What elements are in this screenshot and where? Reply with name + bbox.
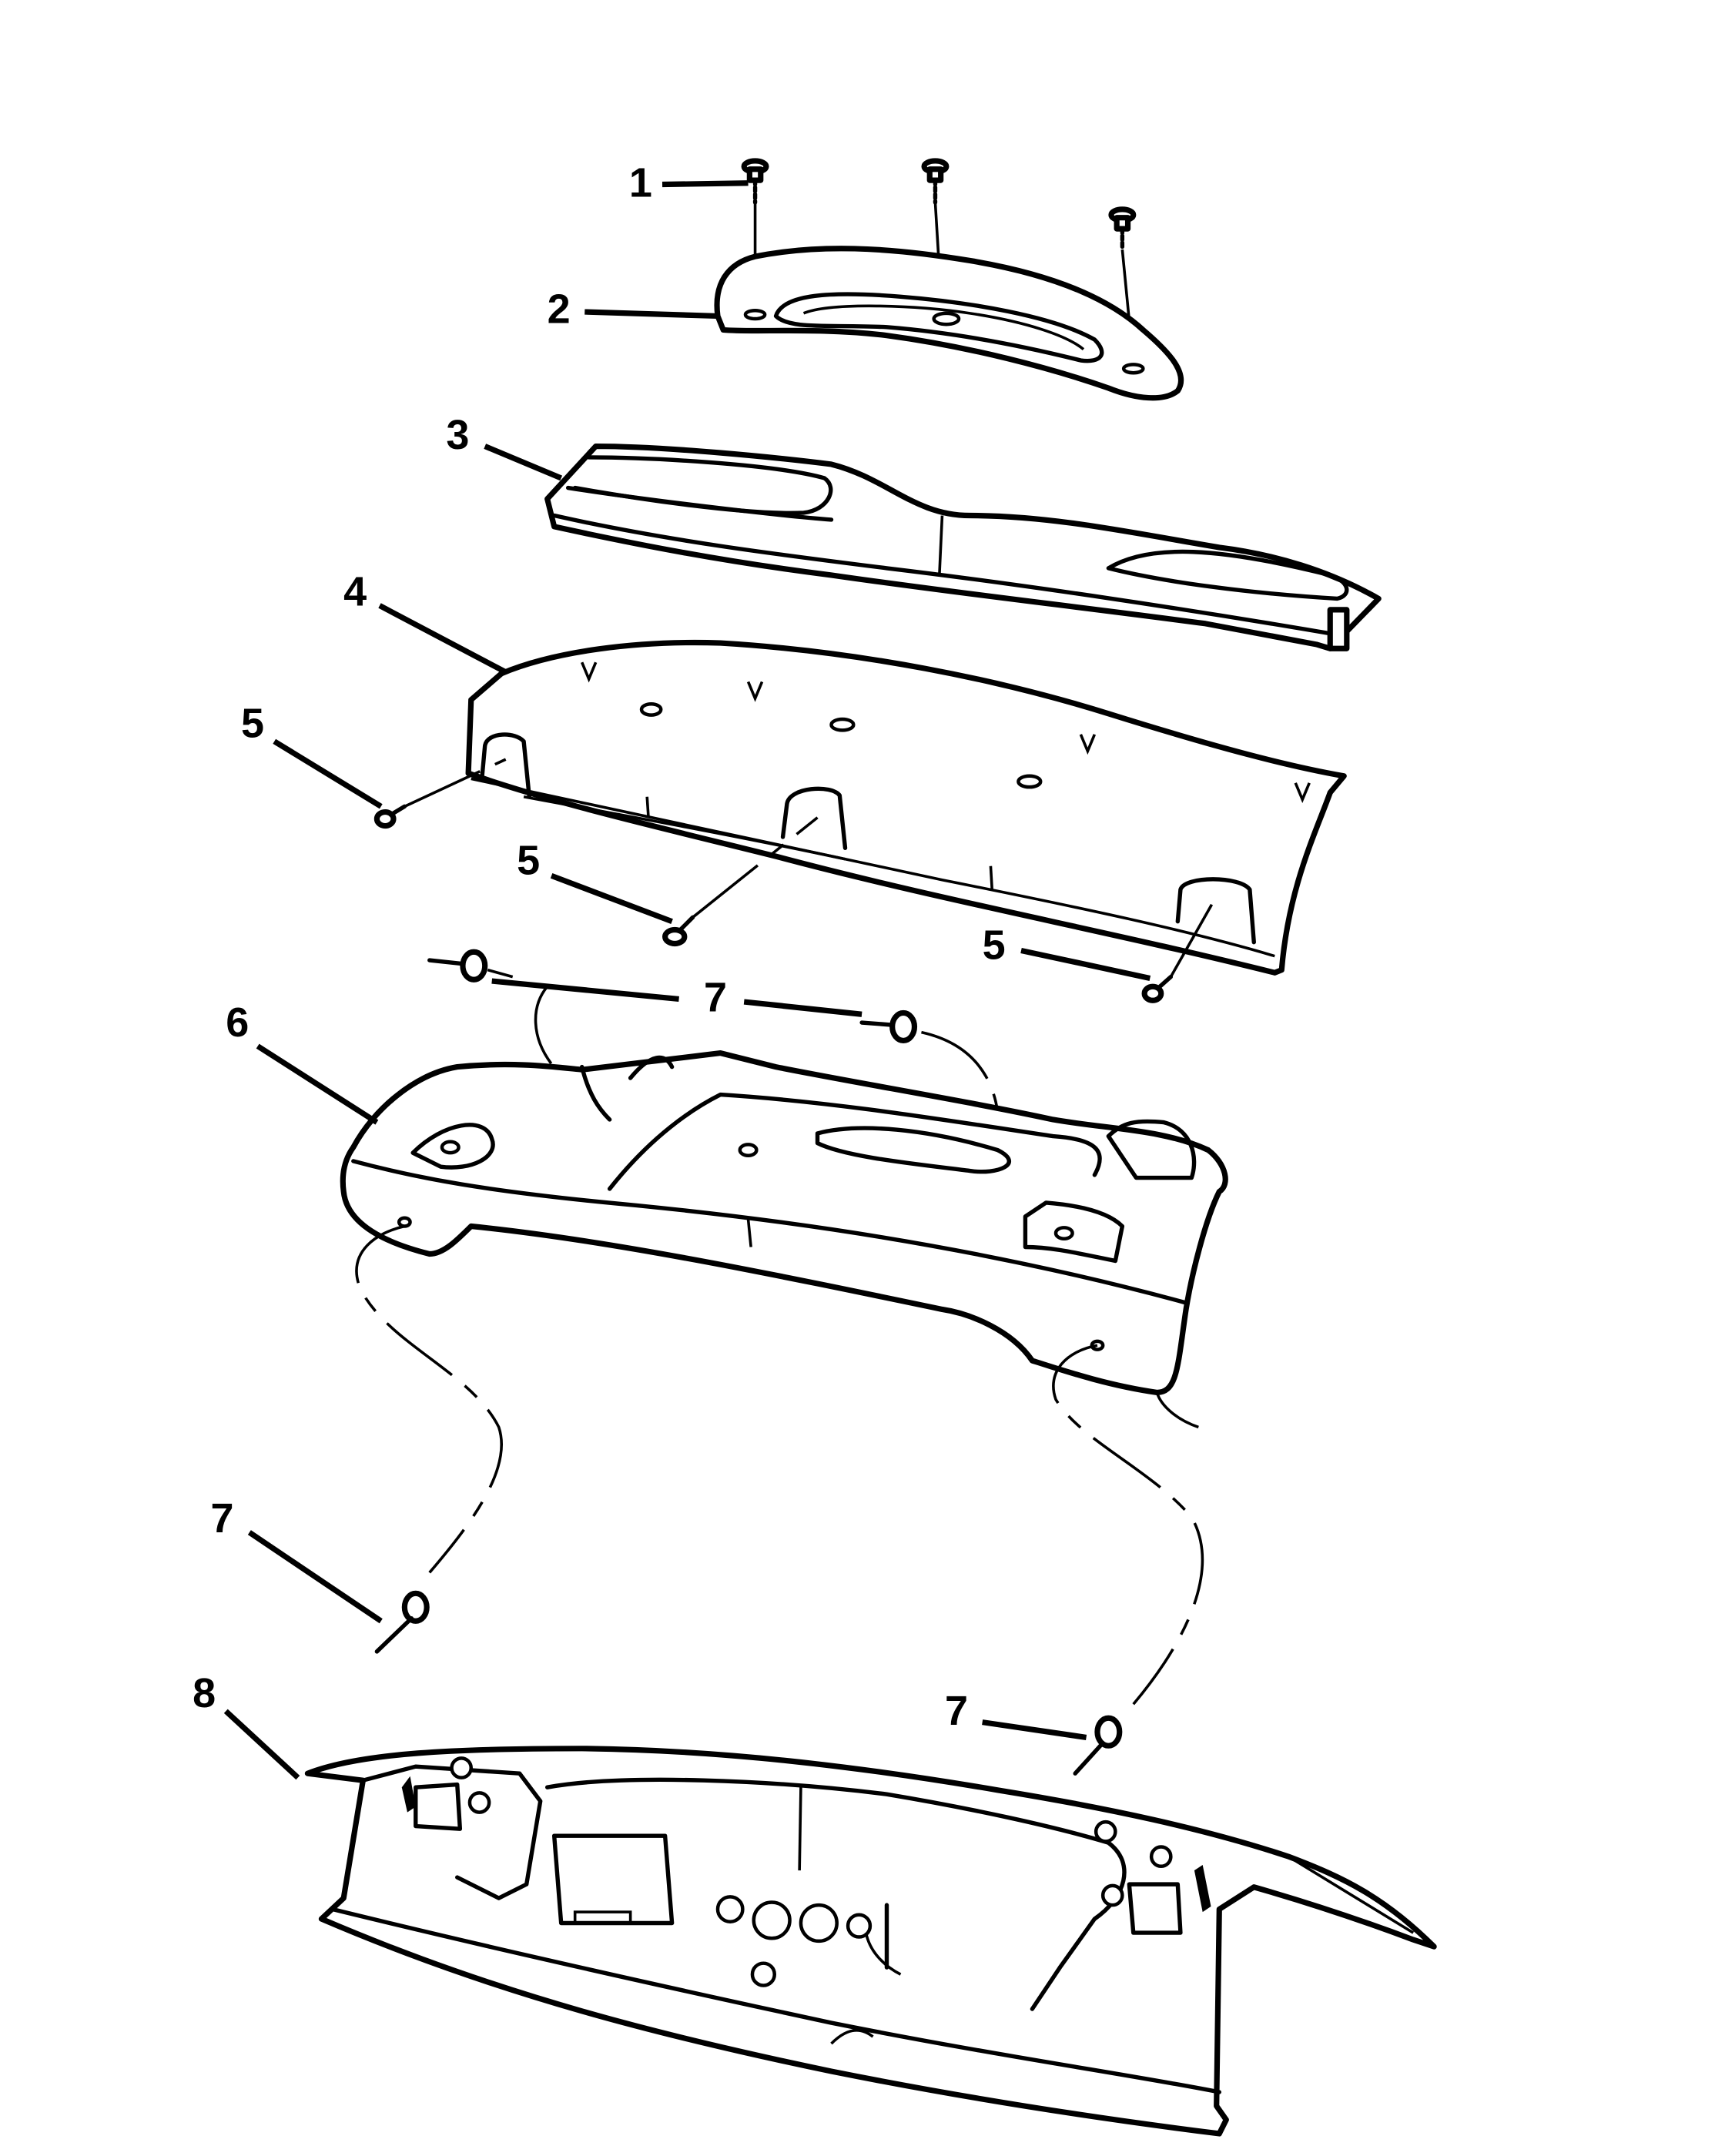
- callout-2: 2: [548, 286, 571, 332]
- push-pin-7-lower-right: [1052, 1344, 1204, 1776]
- screw-1-middle: [921, 158, 950, 205]
- trim-panel: [465, 639, 1347, 976]
- leader-3: [484, 444, 563, 481]
- carrier-panel: [340, 1050, 1228, 1429]
- leader-lines: [223, 180, 1151, 1780]
- leader-5b: [550, 872, 673, 925]
- screw-1-right: [1108, 206, 1137, 252]
- leader-7a: [491, 978, 679, 1003]
- callout-5a: 5: [241, 700, 264, 746]
- push-pin-7-lower-left: [355, 1224, 504, 1654]
- callout-7b: 7: [945, 1688, 968, 1734]
- leader-2: [584, 309, 718, 320]
- leader-7c: [247, 1530, 383, 1624]
- pin-5-middle: [662, 816, 819, 947]
- callout-5c: 5: [983, 922, 1006, 968]
- pin-5-left: [373, 758, 507, 829]
- callout-7a: 7: [704, 975, 727, 1021]
- callout-8: 8: [193, 1670, 216, 1716]
- leader-5c: [1020, 947, 1151, 981]
- callout-6: 6: [226, 999, 249, 1046]
- leader-4: [378, 603, 507, 675]
- handle-cover: [714, 246, 1184, 401]
- screw-1-left: [741, 158, 769, 205]
- leader-5a: [273, 738, 383, 809]
- leader-7b: [743, 999, 862, 1017]
- callout-3: 3: [446, 412, 469, 458]
- push-pin-7-upper-left: [427, 949, 569, 1083]
- rear-body-panel: [304, 1746, 1437, 2137]
- leader-1: [662, 180, 749, 188]
- callout-1: 1: [629, 160, 652, 206]
- callout-labels: 1 2 3 4 5 5 5 7 6 7 8 7: [193, 160, 1006, 1735]
- callout-4: 4: [343, 568, 367, 614]
- leader-7d: [982, 1719, 1087, 1740]
- pin-5-right: [1141, 902, 1214, 1003]
- upper-trim-panel: [544, 443, 1382, 651]
- leader-8: [223, 1709, 300, 1780]
- callout-5b: 5: [517, 838, 540, 884]
- leader-6: [256, 1043, 379, 1125]
- callout-7c: 7: [210, 1495, 233, 1542]
